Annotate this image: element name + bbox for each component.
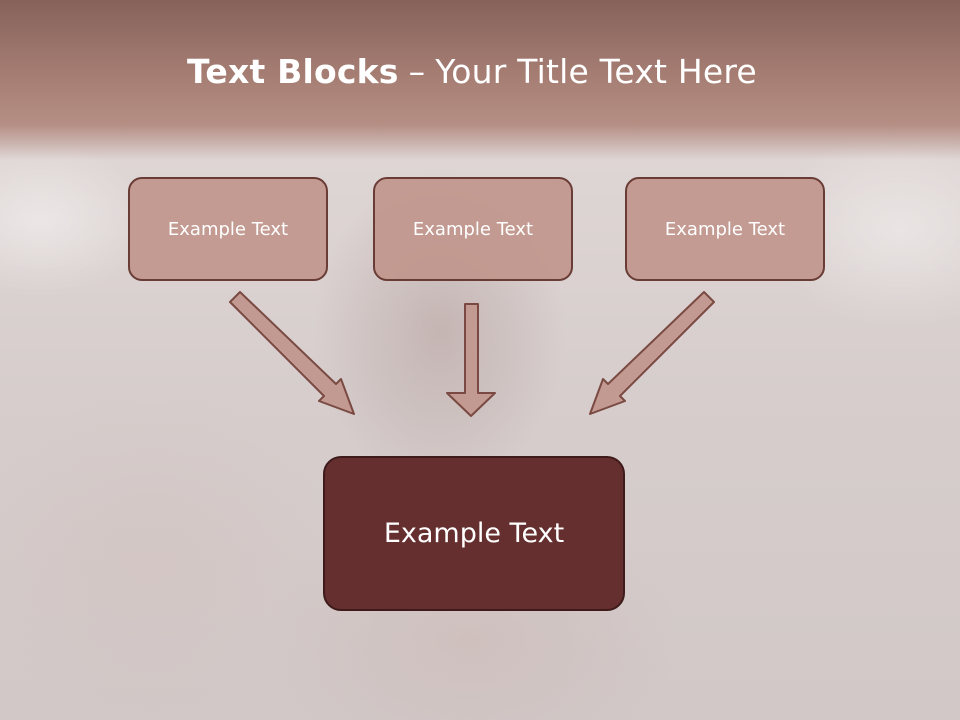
text-block-3-label: Example Text bbox=[664, 218, 786, 240]
title-strong: Text Blocks bbox=[187, 52, 399, 91]
arrow-right bbox=[589, 291, 715, 415]
text-block-2-label: Example Text bbox=[412, 218, 534, 240]
text-block-2[interactable]: Example Text bbox=[373, 177, 573, 281]
main-text-block[interactable]: Example Text bbox=[323, 456, 625, 611]
slide-title: Text Blocks–Your Title Text Here bbox=[0, 52, 944, 91]
text-block-1-label: Example Text bbox=[167, 218, 289, 240]
title-separator: – bbox=[408, 52, 426, 91]
arrow-left bbox=[229, 291, 355, 415]
main-text-block-label: Example Text bbox=[383, 518, 565, 549]
title-rest: Your Title Text Here bbox=[435, 52, 757, 91]
arrow-center bbox=[446, 303, 496, 417]
text-block-1[interactable]: Example Text bbox=[128, 177, 328, 281]
header-band bbox=[0, 0, 960, 160]
text-block-3[interactable]: Example Text bbox=[625, 177, 825, 281]
